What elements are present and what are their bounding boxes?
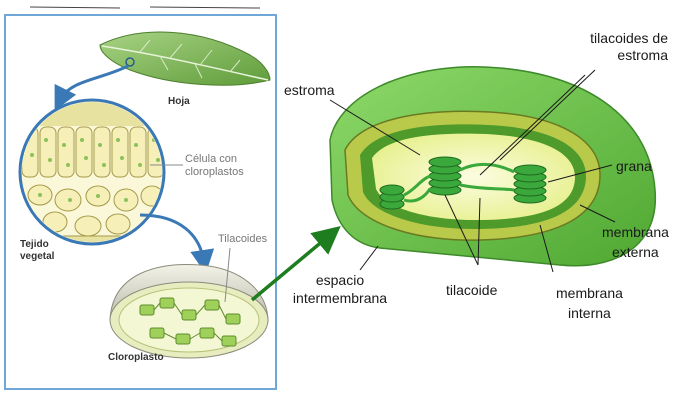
label-celula-2: cloroplastos [185, 166, 244, 179]
label-tilacoide: tilacoide [446, 282, 497, 298]
label-tejido-1: Tejido [20, 239, 49, 251]
granum-left [380, 185, 404, 209]
label-tejido-2: vegetal [20, 251, 54, 263]
label-estroma: estroma [284, 82, 335, 98]
label-membrana-interna-1: membrana [556, 285, 623, 301]
label-celula-1: Célula con [185, 153, 237, 166]
label-membrana-externa-2: externa [612, 244, 659, 260]
label-membrana-interna-2: interna [568, 305, 611, 321]
label-cloroplasto: Cloroplasto [108, 352, 164, 364]
label-espacio-2: intermembrana [282, 290, 398, 306]
label-espacio-1: espacio [290, 272, 390, 288]
label-grana: grana [616, 158, 652, 174]
label-hoja: Hoja [168, 96, 190, 108]
label-tilacoides-left: Tilacoides [218, 233, 267, 246]
top-strip [0, 0, 675, 8]
label-membrana-externa-1: membrana [602, 224, 669, 240]
chloroplast-dome [110, 265, 268, 358]
granum-right [514, 165, 546, 203]
label-tilacoides-estroma-1: tilacoides de [580, 30, 668, 46]
label-tilacoides-estroma-2: estroma [580, 47, 668, 63]
granum-center [429, 157, 461, 195]
